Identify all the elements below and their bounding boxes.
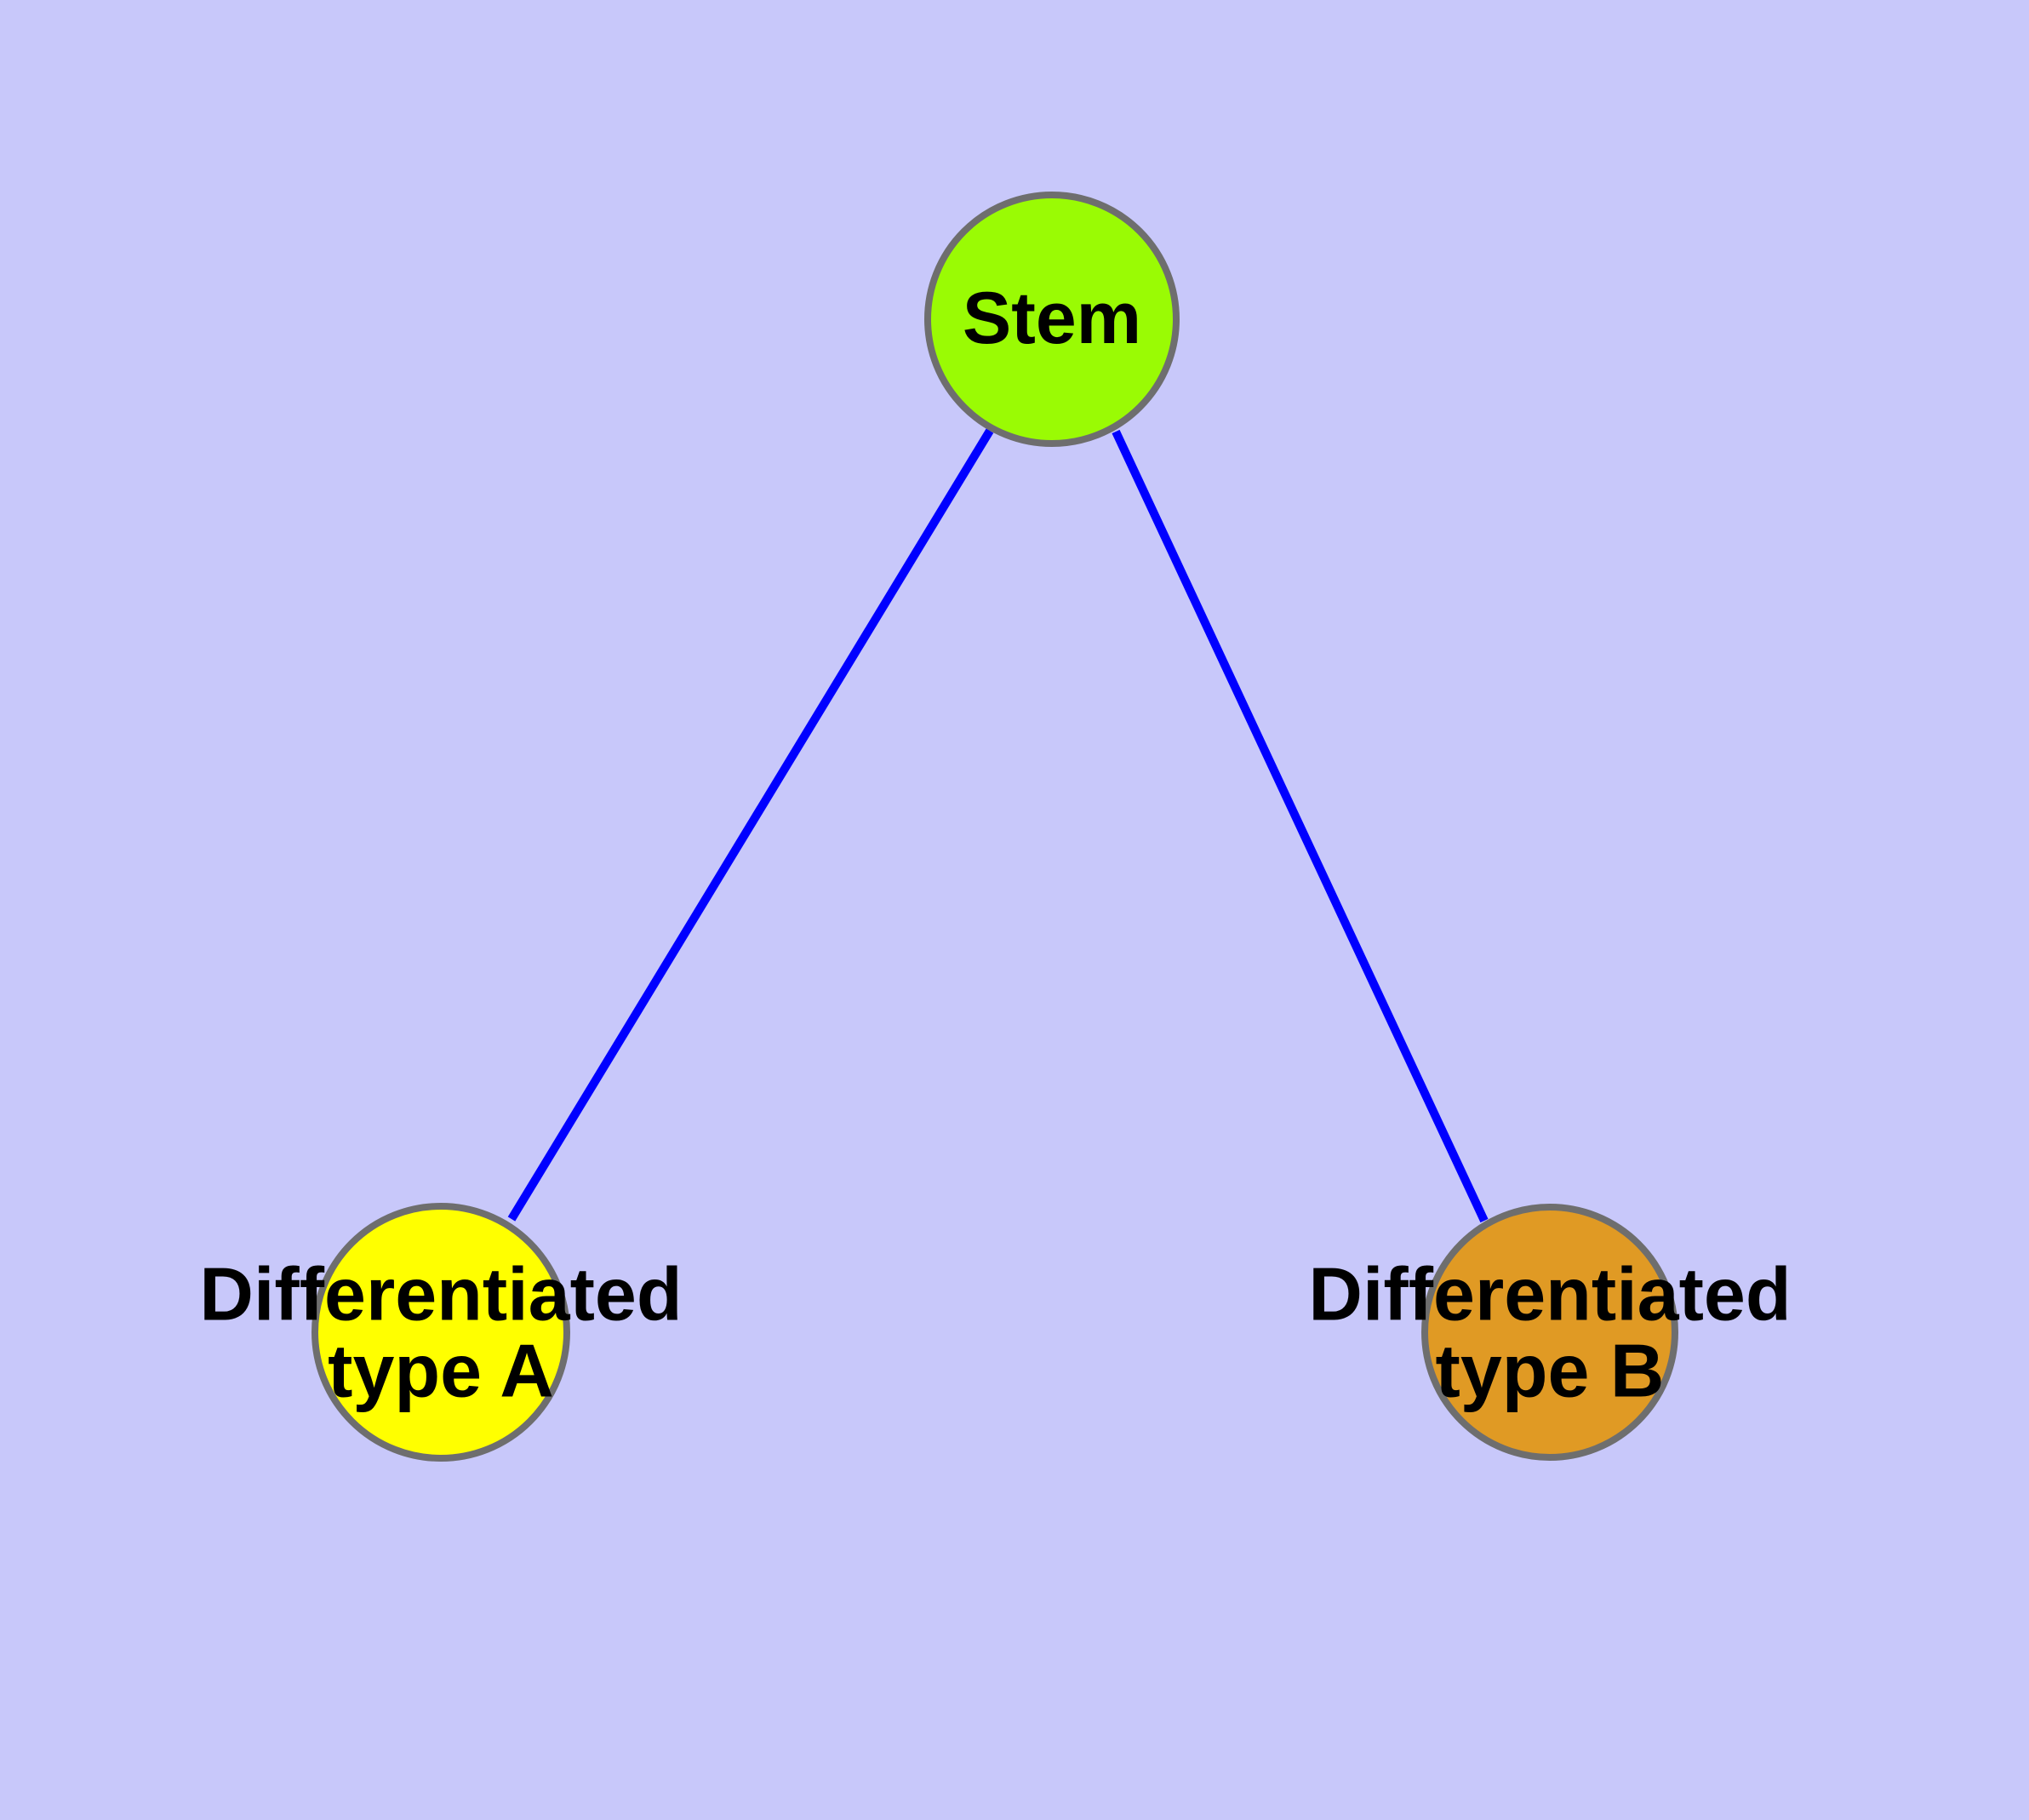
graph-edge-stem-to-diff-a[interactable] — [507, 428, 994, 1222]
graph-edge-stem-to-diff-b[interactable] — [1112, 429, 1489, 1223]
graph-node-diff-a[interactable] — [311, 1203, 570, 1462]
graph-node-stem[interactable] — [924, 192, 1180, 447]
edge-layer — [507, 428, 1489, 1223]
node-layer — [311, 192, 1678, 1462]
graph-node-diff-b[interactable] — [1421, 1204, 1678, 1461]
